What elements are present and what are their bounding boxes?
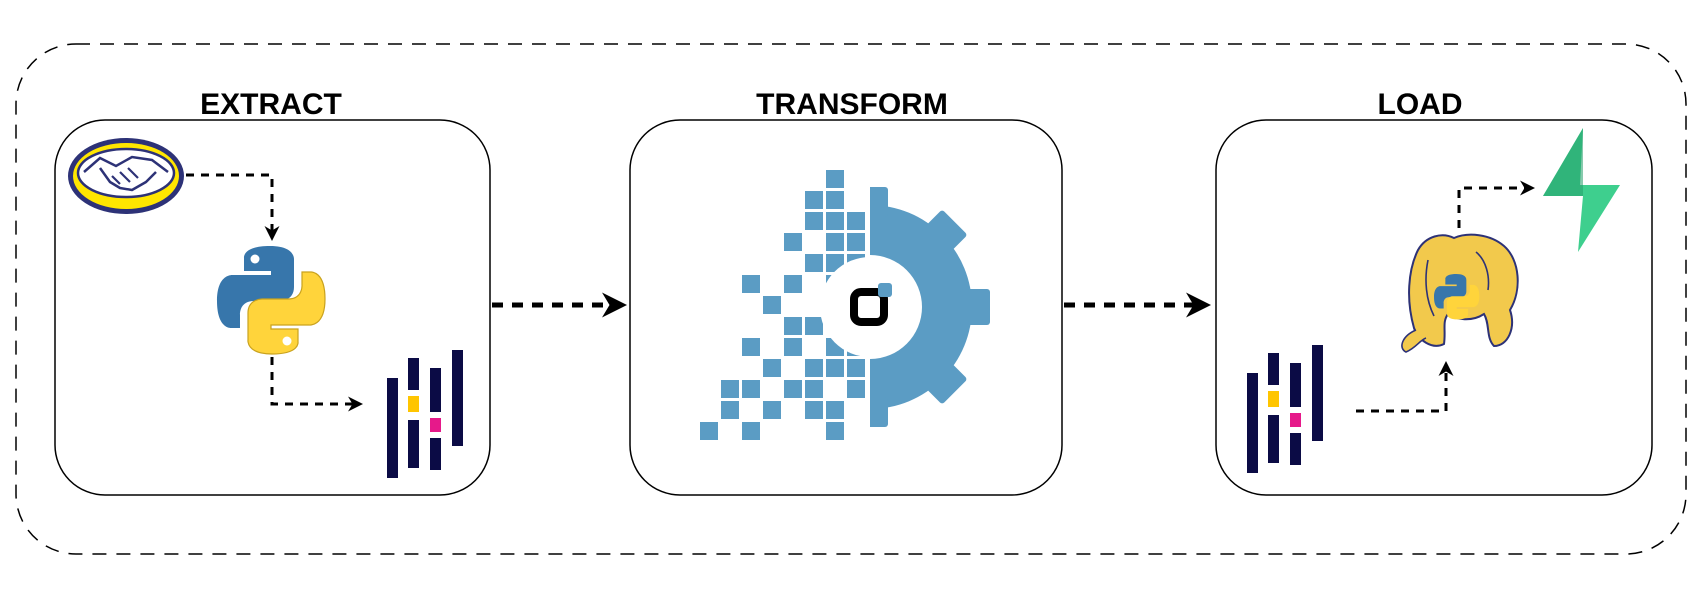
lightning-bolt-icon: [1543, 128, 1620, 252]
transform-title: TRANSFORM: [756, 88, 948, 121]
postgres-elephant-python-icon: [1401, 233, 1519, 353]
python-icon: [217, 246, 326, 355]
polars-icon: [1247, 345, 1323, 473]
handshake-logo-icon: [68, 138, 184, 214]
load-title: LOAD: [1378, 88, 1463, 121]
arrow-python-to-polars: [270, 357, 363, 412]
pipeline-boundary: [15, 43, 1687, 555]
extract-title: EXTRACT: [200, 88, 342, 121]
arrow-source-to-python: [186, 173, 280, 241]
polars-icon: [387, 350, 463, 478]
arrow-polars-to-database: [1356, 361, 1454, 413]
gear-pixel-icon: [700, 170, 990, 450]
